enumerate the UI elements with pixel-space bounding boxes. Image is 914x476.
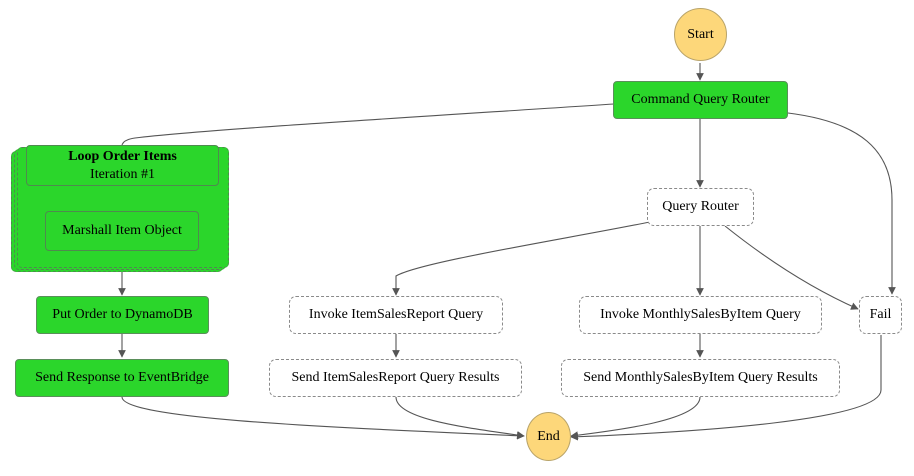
edge-command-router-to-fail <box>787 112 896 295</box>
end-node[interactable]: End <box>526 412 571 461</box>
edge-query-router-to-fail <box>724 225 859 310</box>
invoke-monthly-sales-node[interactable]: Invoke MonthlySalesByItem Query <box>579 296 822 334</box>
invoke-item-sales-report-node[interactable]: Invoke ItemSalesReport Query <box>289 296 503 334</box>
edge-send-monthly-to-end <box>570 396 701 439</box>
iteration-label: Iteration #1 <box>90 166 155 182</box>
start-label: Start <box>687 26 714 42</box>
marshall-item-object-node[interactable]: Marshall Item Object <box>45 211 199 251</box>
loop-order-items-title: Loop Order Items <box>68 148 177 164</box>
query-router-label: Query Router <box>662 199 739 214</box>
marshall-item-object-label: Marshall Item Object <box>62 223 182 238</box>
put-order-label: Put Order to DynamoDB <box>52 307 193 322</box>
fail-label: Fail <box>869 307 892 322</box>
command-query-router-node[interactable]: Command Query Router <box>613 81 788 119</box>
command-query-router-label: Command Query Router <box>631 92 770 107</box>
edge-query-router-to-invoke-item <box>392 221 651 296</box>
send-response-label: Send Response to EventBridge <box>35 370 209 385</box>
send-monthly-sales-results-node[interactable]: Send MonthlySalesByItem Query Results <box>561 359 840 397</box>
query-router-node[interactable]: Query Router <box>647 188 754 226</box>
put-order-node[interactable]: Put Order to DynamoDB <box>36 296 209 334</box>
end-label: End <box>537 428 560 444</box>
invoke-monthly-sales-label: Invoke MonthlySalesByItem Query <box>600 307 801 322</box>
invoke-item-sales-report-label: Invoke ItemSalesReport Query <box>308 307 484 322</box>
send-item-sales-results-node[interactable]: Send ItemSalesReport Query Results <box>269 359 522 397</box>
send-monthly-sales-results-label: Send MonthlySalesByItem Query Results <box>583 370 818 385</box>
edge-fail-to-end <box>570 335 882 441</box>
send-response-node[interactable]: Send Response to EventBridge <box>15 359 229 397</box>
start-node[interactable]: Start <box>674 8 727 61</box>
edge-command-router-to-loop <box>121 103 615 147</box>
fail-node[interactable]: Fail <box>859 296 902 334</box>
edge-send-response-to-end <box>121 396 525 440</box>
send-item-sales-results-label: Send ItemSalesReport Query Results <box>291 370 500 385</box>
edge-send-item-to-end <box>395 396 525 439</box>
loop-order-items-header[interactable]: Loop Order Items Iteration #1 <box>26 145 219 186</box>
